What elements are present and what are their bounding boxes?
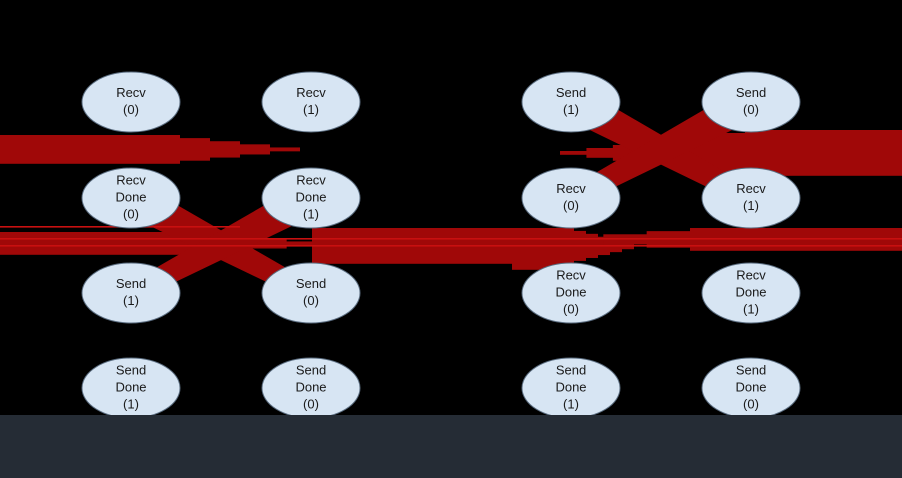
node-ellipse[interactable] (701, 167, 801, 229)
edge-band-slice (0, 235, 244, 240)
edge-band-slice (312, 260, 574, 264)
edge-band-slice (512, 259, 572, 264)
edge-band-slice (312, 239, 622, 244)
edge-band-slice (639, 142, 902, 146)
edge-band-slice (0, 232, 200, 236)
edge-band-slice (639, 160, 902, 164)
edge-band-slice (0, 250, 200, 255)
node-ellipse[interactable] (81, 357, 181, 419)
edge-band-slice (312, 230, 586, 235)
graph-node[interactable]: Send(1) (81, 262, 181, 324)
edge-band-slice (512, 256, 572, 261)
node-ellipse[interactable] (701, 357, 801, 419)
edge-band-slice (665, 139, 902, 143)
edge-band-slice (612, 157, 902, 161)
edge-band-slice (0, 247, 244, 252)
edge-band-slice (560, 151, 902, 155)
edge-band-slice (665, 163, 902, 167)
edge-band (512, 247, 572, 270)
edge-band-slice (0, 238, 287, 243)
node-ellipse[interactable] (81, 262, 181, 324)
node-ellipse[interactable] (521, 167, 621, 229)
edge-band-slice (0, 150, 270, 155)
edge-band-slice (586, 148, 902, 152)
edge-band-slice (0, 144, 270, 149)
edge-band-slice (690, 246, 902, 251)
node-ellipse[interactable] (521, 357, 621, 419)
edge-band-slice (512, 250, 572, 255)
edge-band-slice (603, 234, 902, 239)
edge-band-slice (312, 233, 598, 238)
graph-node[interactable]: Send(1) (521, 71, 621, 133)
edge-band-slice (0, 156, 210, 161)
edge-band-slice (0, 147, 300, 152)
edge-band-slice (312, 242, 634, 247)
node-ellipse[interactable] (261, 167, 361, 229)
edge-band-slice (512, 265, 572, 270)
edge-band-slice (692, 166, 902, 170)
edge-band-slice (512, 253, 572, 258)
graph-node[interactable]: Send(0) (261, 262, 361, 324)
edge-band-slice (0, 141, 240, 146)
node-ellipse[interactable] (81, 167, 181, 229)
edge-band-slice (646, 231, 902, 236)
node-ellipse[interactable] (261, 262, 361, 324)
status-bar (0, 415, 902, 478)
node-ellipse[interactable] (521, 71, 621, 133)
node-ellipse[interactable] (261, 357, 361, 419)
edge-band-slice (0, 138, 210, 143)
node-ellipse[interactable] (701, 71, 801, 133)
edge-band-slice (612, 145, 902, 149)
edge-band-slice (312, 257, 586, 261)
edge-band-slice (0, 159, 180, 164)
edge-band-slice (0, 135, 180, 139)
edge-band-slice (692, 136, 902, 140)
edge-thin-rule (0, 238, 902, 240)
node-ellipse[interactable] (701, 262, 801, 324)
edge-band-slice (312, 248, 622, 253)
edge-band-slice (512, 262, 572, 267)
edge-band-slice (312, 251, 610, 256)
graph-node[interactable]: Recv(0) (521, 167, 621, 229)
edge-band-slice (312, 228, 574, 232)
edge-band-slice (0, 153, 240, 158)
edge-band-slice (745, 130, 902, 134)
edge-band-slice (603, 240, 902, 245)
graph-node[interactable]: Recv(0) (81, 71, 181, 133)
graph-node[interactable]: Recv(1) (261, 71, 361, 133)
edge-band-slice (718, 169, 902, 173)
edge-band-slice (690, 228, 902, 232)
edge-band-slice (0, 241, 330, 246)
graph-node[interactable]: Recv(1) (701, 167, 801, 229)
edge-band-slice (718, 133, 902, 137)
edge-thin-rule (0, 245, 902, 247)
edge-band-slice (312, 254, 598, 258)
edge-band-slice (586, 154, 902, 158)
edge-band (0, 135, 300, 164)
node-ellipse[interactable] (261, 71, 361, 133)
edge-band (560, 130, 902, 176)
edge-band-slice (512, 247, 572, 251)
edge-band-slice (312, 245, 634, 250)
node-ellipse[interactable] (81, 71, 181, 133)
edge-band-slice (745, 172, 902, 176)
node-ellipse[interactable] (521, 262, 621, 324)
graph-node[interactable]: Send(0) (701, 71, 801, 133)
